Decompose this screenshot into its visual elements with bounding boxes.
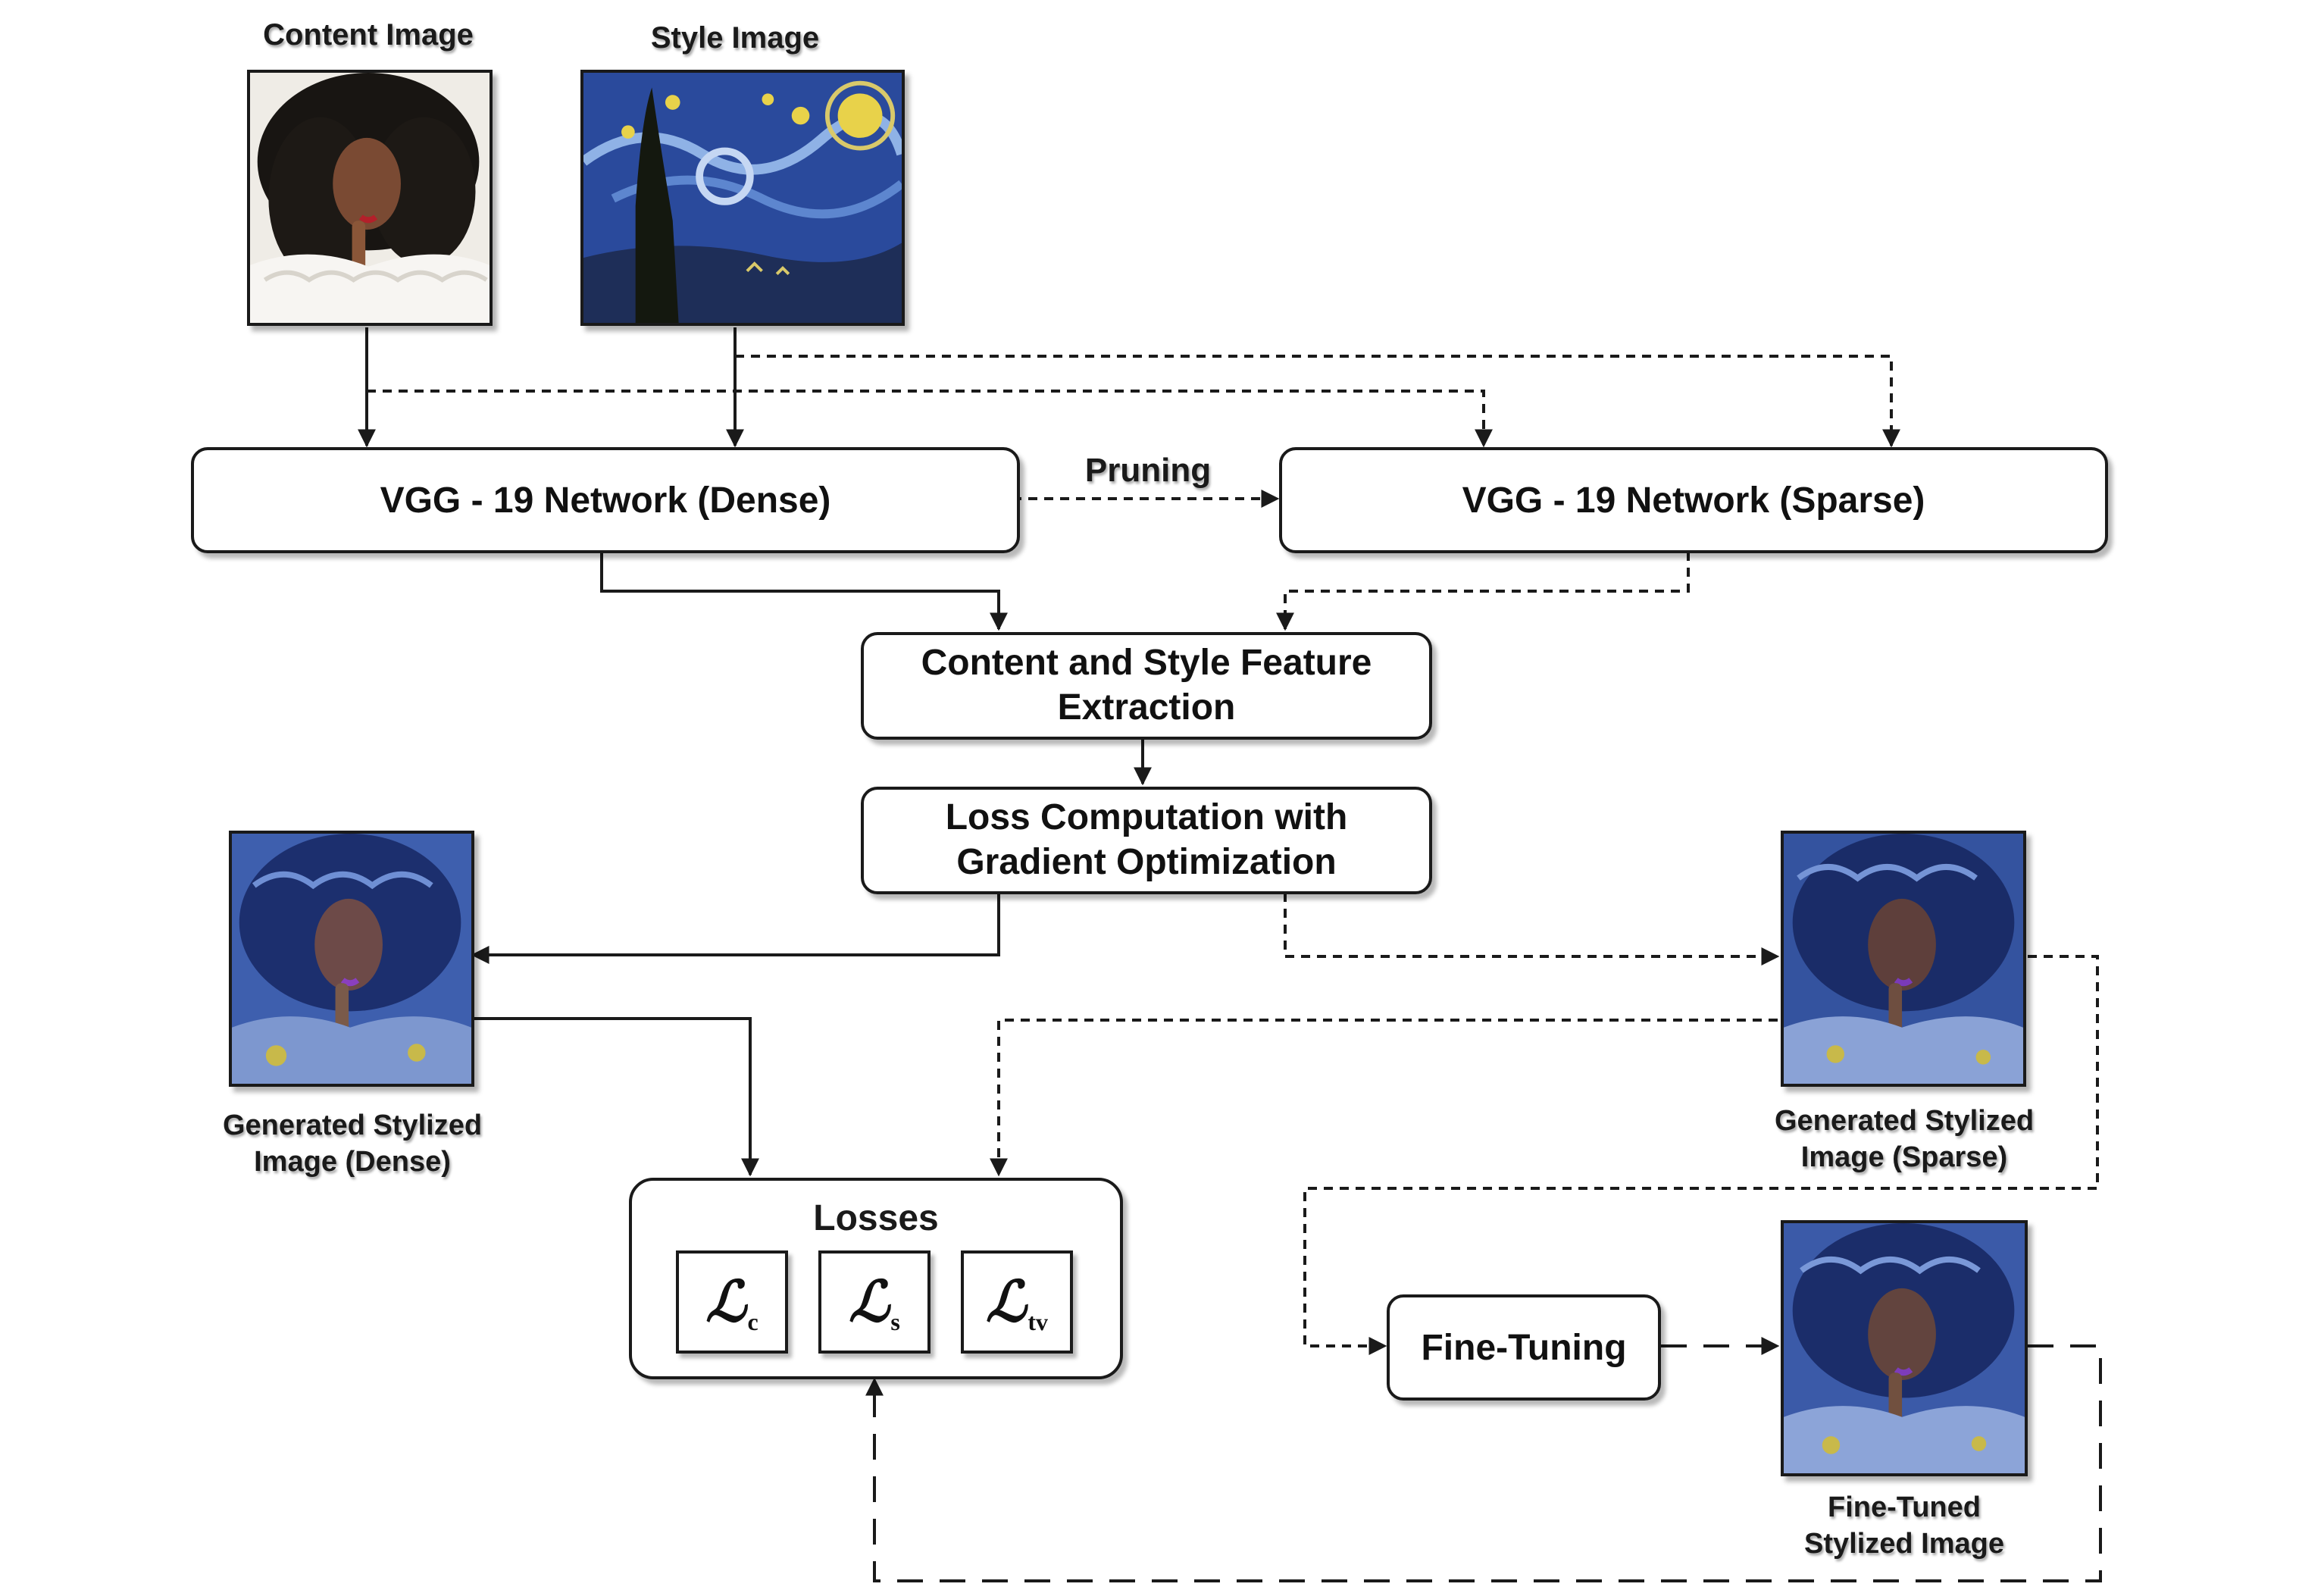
vgg-sparse-node: VGG - 19 Network (Sparse): [1279, 447, 2108, 553]
edge-sparse-to-feature: [1276, 552, 1690, 631]
loss-subscript-style: s: [890, 1307, 900, 1335]
style-image-label: Style Image: [650, 21, 820, 55]
edge-dense-to-feature: [600, 552, 1008, 631]
fine-tuned-label: Fine-Tuned Stylized Image: [1741, 1490, 2067, 1563]
generated-sparse-image: [1781, 831, 2026, 1087]
fine-tuned-label-line2: Stylized Image: [1804, 1527, 2004, 1560]
edge-sparse-output-to-losses: [990, 1019, 1778, 1177]
fine-tuned-label-line1: Fine-Tuned: [1828, 1491, 1981, 1523]
loss-symbol-style: ℒ: [849, 1269, 890, 1335]
feature-extraction-line1: Content and Style Feature: [921, 643, 1372, 684]
loss-computation-line1: Loss Computation with: [945, 797, 1348, 838]
edge-content-to-sparse: [367, 390, 1493, 448]
content-image-label: Content Image: [263, 18, 474, 52]
edge-finetuned-to-losses: [865, 1344, 2102, 1582]
loss-symbol-content: ℒ: [705, 1269, 746, 1335]
loss-subscript-content: c: [747, 1307, 759, 1335]
pruning-label: Pruning: [1084, 452, 1212, 489]
feature-extraction-line2: Extraction: [1057, 687, 1236, 728]
content-image: [247, 70, 493, 326]
loss-symbol-tv: ℒ: [986, 1269, 1027, 1335]
generated-dense-label: Generated Stylized Image (Dense): [189, 1108, 515, 1181]
edge-dense-output-to-losses: [473, 1017, 759, 1177]
edge-style-to-sparse: [735, 355, 1900, 448]
generated-dense-label-line2: Image (Dense): [254, 1145, 451, 1178]
fine-tuning-label: Fine-Tuning: [1421, 1327, 1627, 1368]
loss-computation-node: Loss Computation with Gradient Optimizat…: [861, 787, 1432, 894]
feature-extraction-node: Content and Style Feature Extraction: [861, 632, 1432, 740]
generated-dense-label-line1: Generated Stylized: [222, 1110, 483, 1141]
edge-loss-to-sparse-output: [1284, 893, 1780, 966]
vgg-dense-label: VGG - 19 Network (Dense): [380, 480, 831, 521]
loss-subscript-tv: tv: [1028, 1307, 1048, 1335]
generated-sparse-label-line2: Image (Sparse): [1800, 1141, 2008, 1173]
style-image: [580, 70, 905, 326]
losses-title: Losses: [813, 1198, 939, 1238]
vgg-sparse-label: VGG - 19 Network (Sparse): [1462, 480, 1925, 521]
generated-sparse-label: Generated Stylized Image (Sparse): [1741, 1103, 2067, 1176]
loss-computation-line2: Gradient Optimization: [956, 842, 1337, 882]
generated-dense-image: [229, 831, 474, 1087]
vgg-dense-node: VGG - 19 Network (Dense): [191, 447, 1020, 553]
fine-tuned-image: [1781, 1220, 2028, 1476]
edge-sparse-output-to-finetuning: [1303, 955, 2099, 1355]
generated-sparse-label-line1: Generated Stylized: [1774, 1105, 2035, 1137]
fine-tuning-node: Fine-Tuning: [1387, 1294, 1661, 1401]
edge-loss-to-dense-output: [471, 893, 1000, 964]
